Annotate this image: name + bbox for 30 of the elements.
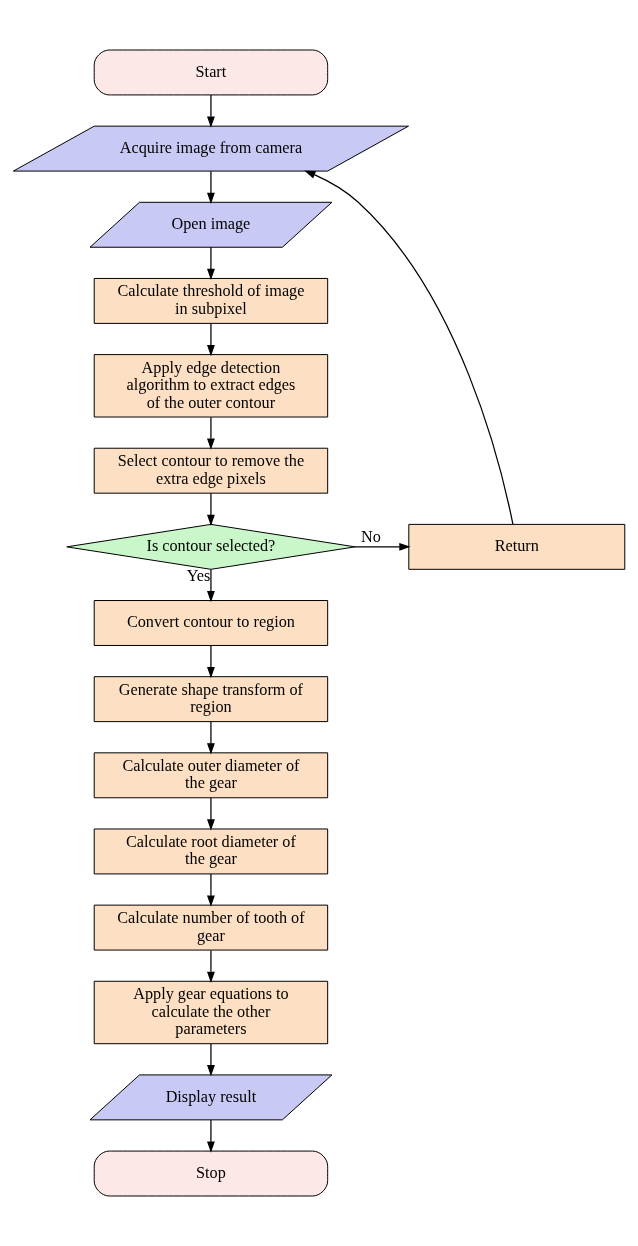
- arrow: [207, 949, 215, 983]
- arrow: [207, 1119, 215, 1153]
- arrow: [207, 94, 215, 128]
- node-box: Apply edge detection algorithm to extract edges of the outer contour: [93, 354, 329, 418]
- arrow: [207, 492, 215, 526]
- node-diamond: Is contour selected?: [66, 523, 356, 570]
- node-box: Calculate threshold of image in subpixel: [93, 277, 329, 324]
- node-box: Select contour to remove the extra edge pixels: [93, 447, 329, 494]
- arrow: [207, 873, 215, 907]
- node-box: Convert contour to region: [93, 600, 329, 646]
- arrow: [207, 416, 215, 450]
- arrow: [207, 1043, 215, 1077]
- edge-label: No: [361, 528, 381, 547]
- arrow: [207, 246, 215, 281]
- node-box: Start: [93, 49, 329, 96]
- node-box: Calculate root diameter of the gear: [93, 828, 329, 875]
- arrow: [207, 568, 215, 603]
- arrow: [207, 797, 215, 831]
- node-box: Apply gear equations to calculate the other parameters: [93, 980, 329, 1045]
- arrow: [304, 170, 514, 525]
- arrow: [207, 721, 215, 755]
- node-box: Generate shape transform of region: [93, 676, 329, 723]
- node-box: Stop: [93, 1150, 329, 1197]
- node-box: Calculate outer diameter of the gear: [93, 752, 329, 799]
- node-box: Return: [408, 523, 626, 570]
- arrow: [207, 170, 215, 204]
- arrow: [207, 644, 215, 679]
- arrow: [354, 542, 411, 551]
- arrow: [207, 323, 215, 357]
- node-box: Calculate number of tooth of gear: [93, 904, 329, 951]
